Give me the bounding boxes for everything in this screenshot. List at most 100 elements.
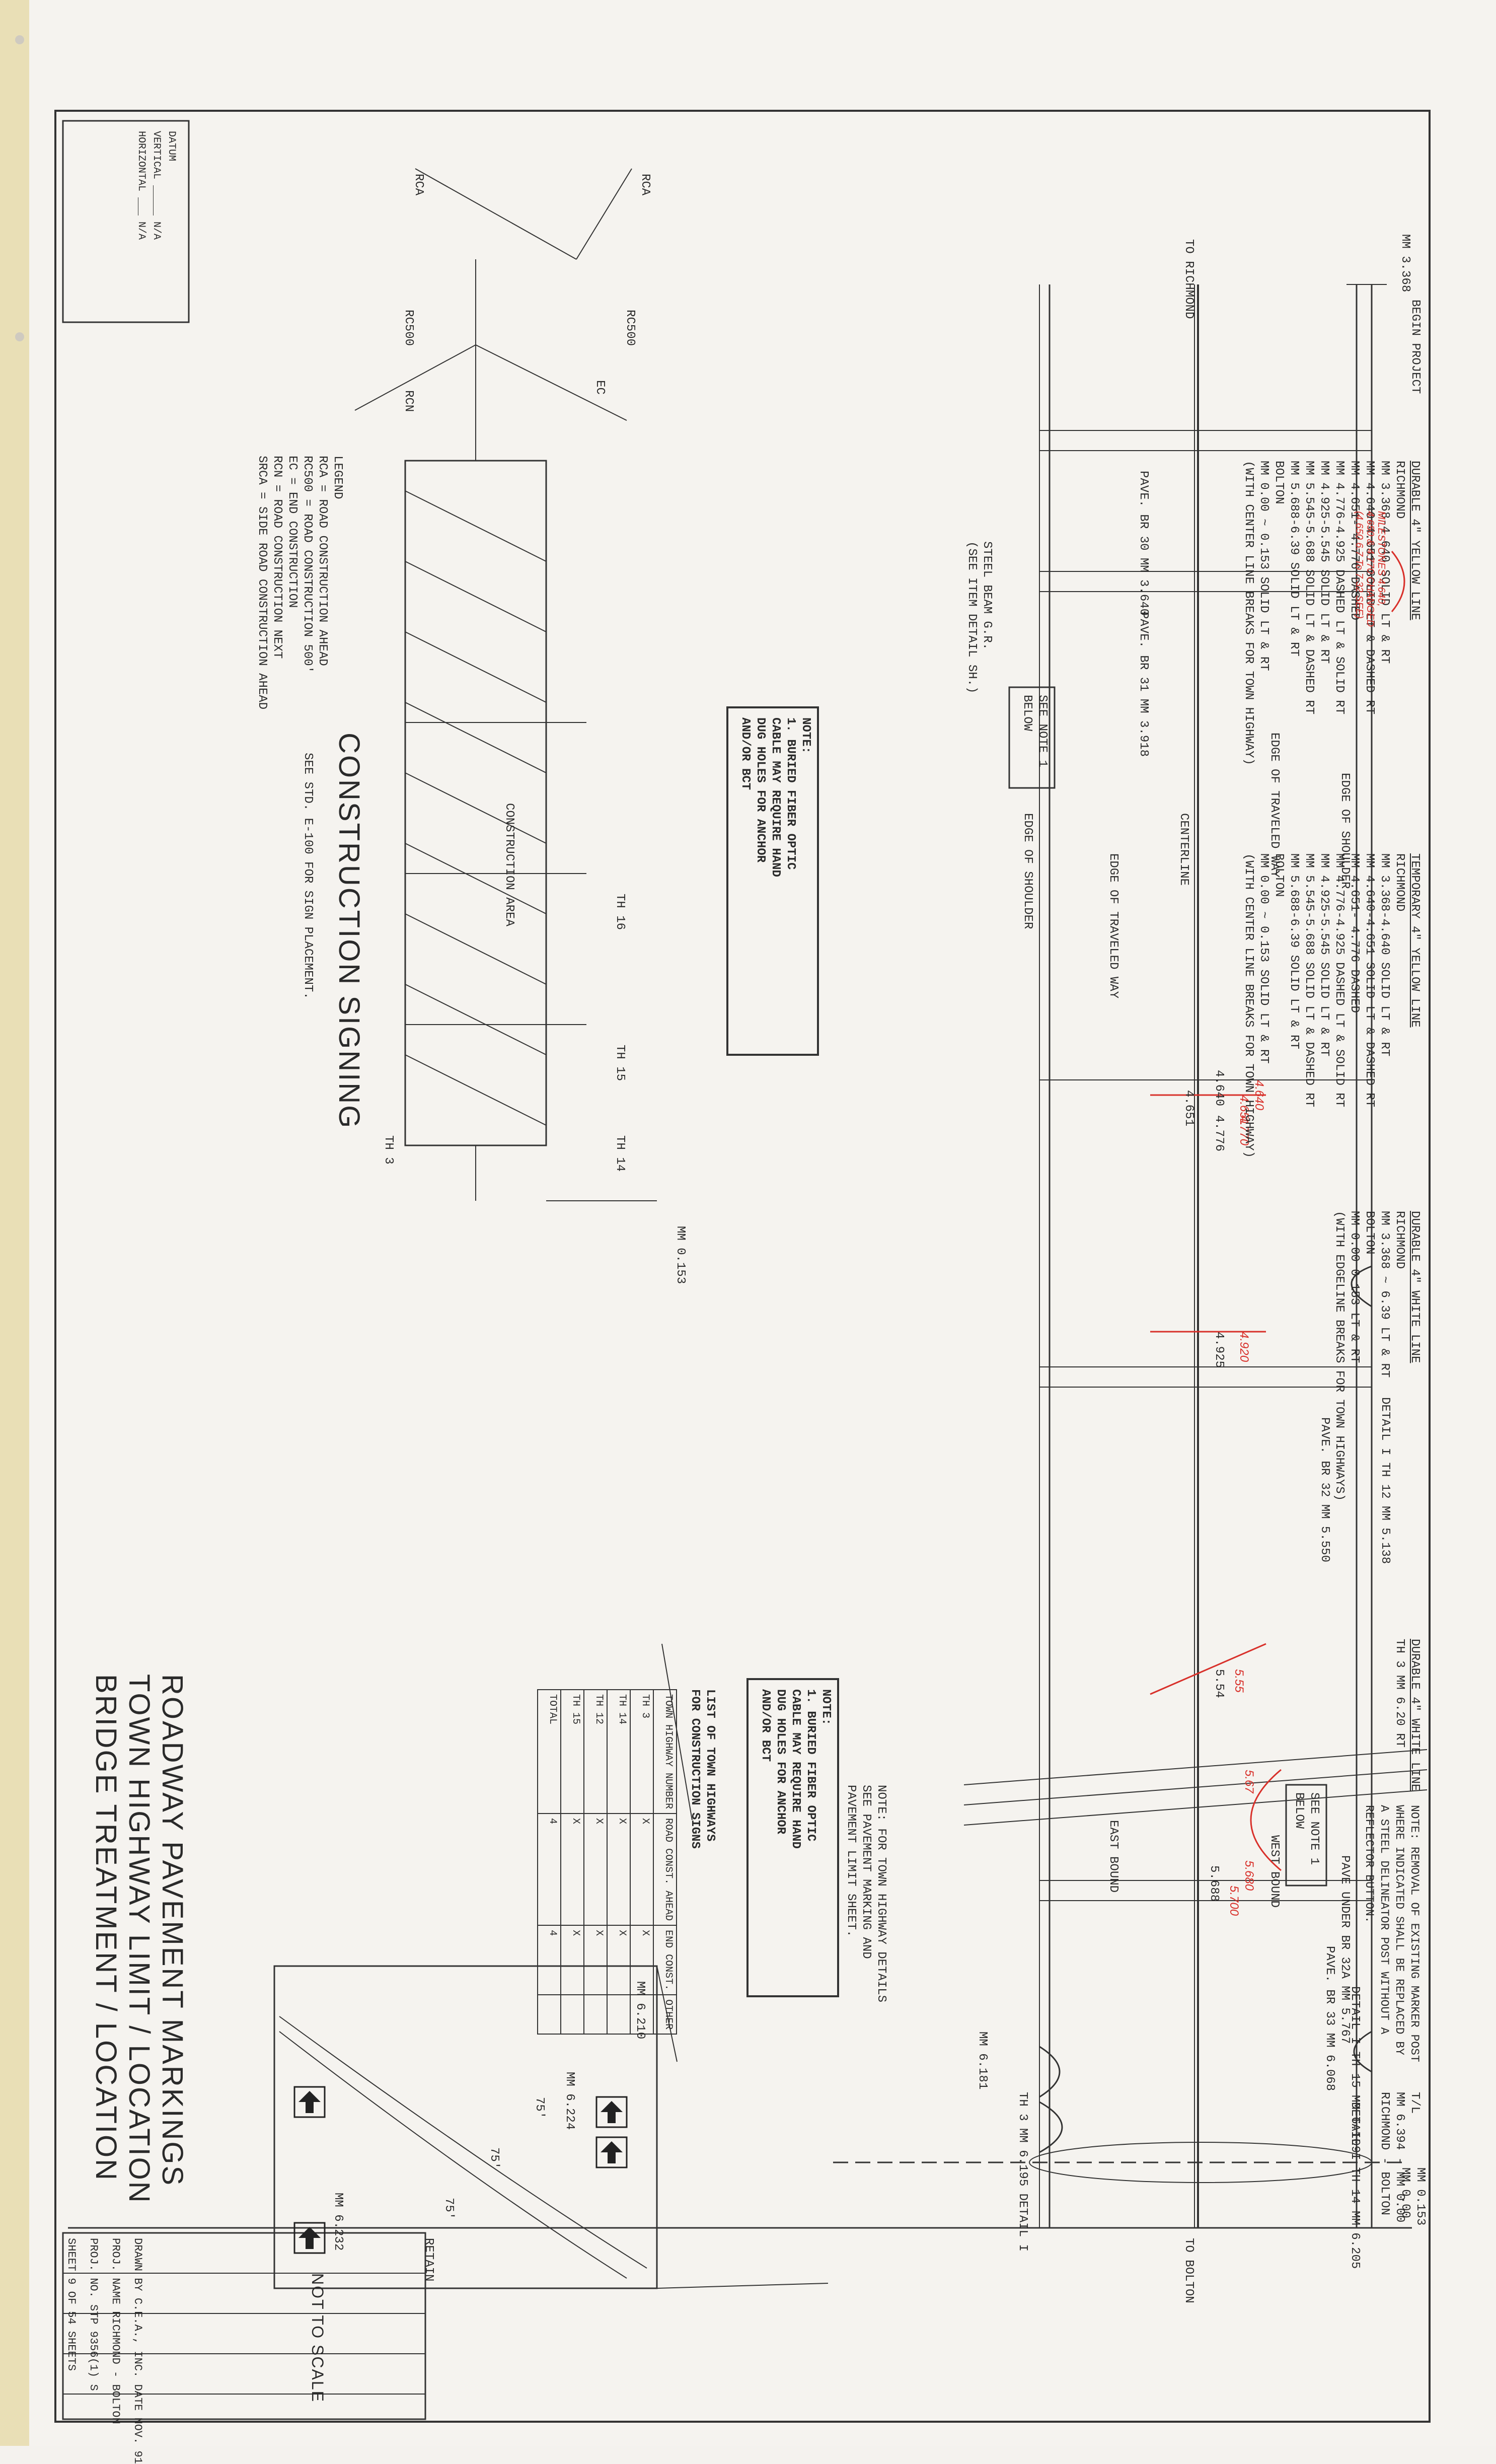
town-hwy-line: PAVEMENT LIMIT SHEET. [844,1785,858,1937]
steel-beam-ref: (SEE ITEM DETAIL SH.) [965,541,979,694]
sign-label: RC500 [402,310,415,346]
title-block-text: DRAWN BY C.E.A., INC. DATE NOV. 91 PROJ.… [60,2238,148,2464]
table-header: ROAD CONST. AHEAD [653,1814,677,1926]
proj-name: PROJ. NAME RICHMOND - BOLTON [109,2238,122,2424]
durable-yellow-note: DURABLE 4" YELLOW LINE RICHMOND MM 3.368… [1241,461,1422,765]
bridge-label: PAVE. BR 33 MM 6.068 [1323,1946,1336,2091]
table-cell: TH 15 [561,1690,584,1814]
punch-hole [15,35,24,44]
note-line: MM 5.545-5.688 SOLID LT & DASHED RT [1302,461,1316,715]
red-mark: 4.920 [1237,1332,1251,1362]
detail-label: TH 3 MM 6.195 DETAIL I [1016,2092,1029,2252]
note-line: MM 4.776-4.925 DASHED LT & SOLID RT [1332,461,1346,715]
table-cell: X [630,1814,653,1926]
table-header: END CONST. [653,1925,677,1995]
table-header: OTHER [653,1995,677,2035]
red-annotation-line: MILESTONES 4.640, [1376,511,1387,607]
steel-beam-text: STEEL BEAM G.R. [980,541,994,650]
proj-no: PROJ. NO. STP 9356(1) S [87,2238,100,2391]
town-highway-table: TOWN HIGHWAY NUMBER ROAD CONST. AHEAD EN… [537,1689,677,2035]
table-row: TH 14 X X [607,1690,630,2035]
to-bolton-label: TO BOLTON [1182,2238,1195,2303]
construction-title: CONSTRUCTION SIGNING [333,733,365,1130]
speed-label: 75' [487,2147,501,2169]
title-line: ROADWAY PAVEMENT MARKINGS [156,1674,189,2187]
datum-block: DATUM VERTICAL _____ N/A HORIZONTAL ___ … [133,131,179,240]
note-line: BOLTON [1272,853,1286,897]
station-label: 4.640 [1212,1070,1226,1107]
note-line: (WITH EDGELINE BREAKS FOR TOWN HIGHWAYS) [1332,1211,1346,1501]
bridge-label: PAVE. BR 30 MM 3.640 [1137,471,1150,616]
bridge-label: PAVE. BR 31 MM 3.918 [1137,612,1150,757]
table-cell [584,1995,607,2035]
legend-title: LEGEND [331,456,344,499]
table-header: TOWN HIGHWAY NUMBER [653,1690,677,1814]
fiber-note-2: NOTE: 1. BURIED FIBER OPTIC CABLE MAY RE… [758,1689,833,1849]
note-line: MM 5.688-6.39 SOLID LT & RT [1287,853,1301,1049]
title-block [62,2232,426,2420]
table-row: TH 12 X X [584,1690,607,2035]
sign-label: RC500 [623,310,637,346]
note-line: MM 3.368-4.640 SOLID LT & RT [1378,853,1391,1057]
note-line: RICHMOND [1393,1211,1406,1269]
note-line: MM 4.776-4.925 DASHED LT & SOLID RT [1332,853,1346,1108]
legend: LEGEND RCA = ROAD CONSTRUCTION AHEAD RC5… [254,456,345,709]
legend-item: RCA = ROAD CONSTRUCTION AHEAD [316,456,329,666]
see-note-box: SEE NOTE 1 BELOW [1019,695,1050,767]
note-line: MM 4.925-5.545 SOLID LT & RT [1317,853,1331,1057]
table-row: TOTAL 4 4 [538,1690,561,2035]
station-label: 5.688 [1207,1865,1221,1902]
chevron-signs [293,2086,628,2254]
west-bound-label: WEST BOUND [1267,1835,1281,1908]
fiber-note-line: 1. BURIED FIBER OPTIC [804,1689,817,1842]
table-cell: TOTAL [538,1690,561,1814]
durable-white-note: DURABLE 4" WHITE LINE RICHMOND MM 3.368 … [1331,1211,1422,1501]
durable-white-heading: DURABLE 4" WHITE LINE [1408,1211,1422,1363]
table-row: TH 15 X X [561,1690,584,2035]
inset-label: MM 6.210 [633,1981,647,2040]
note-line: BOLTON [1363,1211,1376,1255]
town-hwy-line: SEE PAVEMENT MARKING AND [859,1785,873,1959]
legend-item: EC = END CONSTRUCTION [285,456,299,608]
sign-label: RCN [402,390,415,412]
fiber-note-title: NOTE: [799,717,812,754]
table-cell: X [607,1925,630,1995]
see-note-line: SEE NOTE 1 [1035,695,1049,768]
red-mark: 5.680 [1242,1860,1256,1891]
th-table-title-line: LIST OF TOWN HIGHWAYS [703,1689,717,1842]
table-cell [538,1995,561,2035]
not-to-scale: NOT TO SCALE [309,2273,327,2403]
red-annotation: MILESTONES 4.640, 4.650 & 4.770 CHANGED … [1354,511,1387,627]
town-highway-note: NOTE: FOR TOWN HIGHWAY DETAILS SEE PAVEM… [843,1785,888,2002]
th-table-title-line: FOR CONSTRUCTION SIGNS [688,1689,702,1849]
table-cell: X [561,1925,584,1995]
detail-label: MM 6.181 [976,2032,989,2090]
th-label: TH 15 [613,1045,627,1081]
sign-label: EC [593,380,607,395]
east-bound-label: EAST BOUND [1106,1820,1120,1893]
inset-label: RETAIN [422,2238,435,2282]
fiber-note-line: DUG HOLES FOR ANCHOR [774,1689,787,1835]
see-note-line: BELOW [1020,695,1034,732]
town-limit-line: RICHMOND - BOLTON [1378,2092,1391,2215]
bridge-label: PAVE. BR 32 MM 5.550 [1318,1417,1331,1563]
drawing-linework [54,110,1431,2423]
red-mark: 5.55 [1232,1669,1246,1693]
fiber-note-line: AND/OR BCT [759,1689,772,1762]
legend-item: SRCA = SIDE ROAD CONSTRUCTION AHEAD [255,456,269,710]
station-label: 4.776 [1212,1115,1226,1152]
title-line: TOWN HIGHWAY LIMIT / LOCATION [123,1674,156,2204]
temporary-yellow-heading: TEMPORARY 4" YELLOW LINE [1408,853,1422,1028]
note-line: MM 5.545-5.688 SOLID LT & DASHED RT [1302,853,1316,1108]
table-cell: X [607,1814,630,1926]
punch-hole [15,332,24,341]
fiber-note-line: DUG HOLES FOR ANCHOR [754,717,767,863]
table-cell: TH 3 [630,1690,653,1814]
edge-of-shoulder-bottom: EDGE OF SHOULDER [1021,813,1034,929]
construction-area-label: CONSTRUCTION AREA [502,803,516,926]
sheet-edge-strip [0,0,29,2446]
construction-subtitle: SEE STD. E-100 FOR SIGN PLACEMENT. [301,753,315,999]
table-header-row: TOWN HIGHWAY NUMBER ROAD CONST. AHEAD EN… [653,1690,677,2035]
note-line: MM 4.651- 4.776 DASHED [1348,853,1361,1013]
